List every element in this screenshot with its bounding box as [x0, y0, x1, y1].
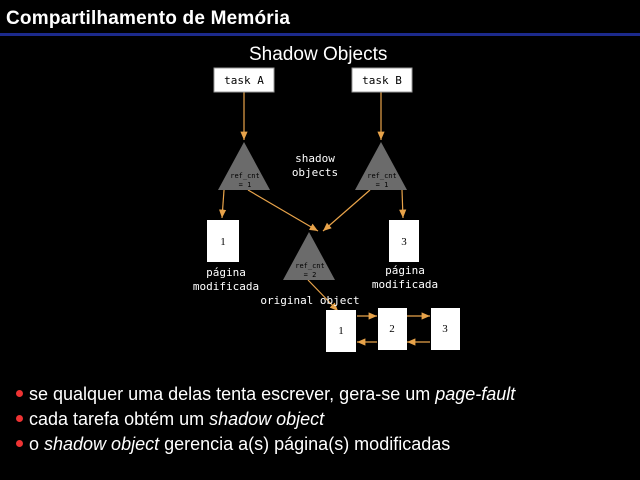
original-object-label: original object [260, 294, 359, 307]
original-page-2-label: 2 [389, 323, 395, 335]
original-object-triangle [283, 232, 335, 280]
task-a-label: task A [224, 74, 264, 87]
shadow-object-b-triangle [355, 142, 407, 190]
original-object-ref: ref_cnt [295, 262, 325, 270]
shadow-objects-label-line2: objects [292, 166, 338, 179]
bullet-item: cada tarefa obtém um shadow object [16, 407, 515, 432]
bullet-emphasis: page-fault [435, 384, 516, 404]
slide-title: Compartilhamento de Memória [6, 8, 291, 29]
arrow-original-to-page1 [307, 279, 339, 312]
original-object-val: = 2 [304, 271, 317, 279]
original-page-1-label: 1 [338, 325, 344, 337]
original-page-3-box [431, 308, 460, 350]
task-b-label: task B [362, 74, 402, 87]
task-a-box [213, 67, 275, 93]
shadow-object-b-val: = 1 [376, 181, 389, 189]
bullet-emphasis: shadow object [44, 434, 160, 454]
slide-subtitle: Shadow Objects [249, 44, 388, 65]
task-b-box [351, 67, 413, 93]
original-page-3-label: 3 [442, 323, 448, 335]
page-left-caption-line1: página [206, 266, 246, 279]
shadow-objects-diagram: task A task B shadow objects ref_cnt = 1… [193, 67, 460, 352]
page-left-caption-line2: modificada [193, 280, 259, 293]
modified-page-3-box [389, 220, 419, 262]
bullet-dot-icon [16, 390, 23, 397]
shadow-object-a-ref: ref_cnt [230, 172, 260, 180]
bullet-text: o [29, 434, 45, 454]
shadow-object-b-ref: ref_cnt [367, 172, 397, 180]
arrow-shadowA-to-original [247, 189, 319, 232]
arrow-shadowB-to-original [322, 189, 371, 232]
original-page-2-box [378, 308, 407, 350]
arrow-shadowB-to-page3 [399, 189, 407, 219]
diagram-arrows [219, 92, 430, 346]
bullet-emphasis: shadow object [209, 409, 325, 429]
bullet-text: se qualquer uma delas tenta escrever, ge… [29, 384, 436, 404]
arrow-shadowA-to-page1 [219, 189, 227, 219]
shadow-object-a-val: = 1 [239, 181, 252, 189]
page-right-caption-line1: página [385, 264, 425, 277]
bullet-dot-icon [16, 415, 23, 422]
bullet-item: se qualquer uma delas tenta escrever, ge… [16, 382, 515, 407]
page-right-caption-line2: modificada [372, 278, 438, 291]
title-rule [0, 33, 640, 36]
title-bar [0, 0, 640, 36]
shadow-objects-label-line1: shadow [295, 152, 335, 165]
modified-page-1-label: 1 [220, 236, 226, 248]
bullet-text: cada tarefa obtém um [29, 409, 210, 429]
shadow-object-a-triangle [218, 142, 270, 190]
bullet-item: o shadow object gerencia a(s) página(s) … [16, 432, 515, 457]
original-page-1-box [326, 310, 356, 352]
modified-page-3-label: 3 [401, 236, 407, 248]
bullet-dot-icon [16, 440, 23, 447]
bullet-list: se qualquer uma delas tenta escrever, ge… [16, 382, 515, 457]
bullet-text-after: gerencia a(s) página(s) modificadas [159, 434, 451, 454]
modified-page-1-box [207, 220, 239, 262]
